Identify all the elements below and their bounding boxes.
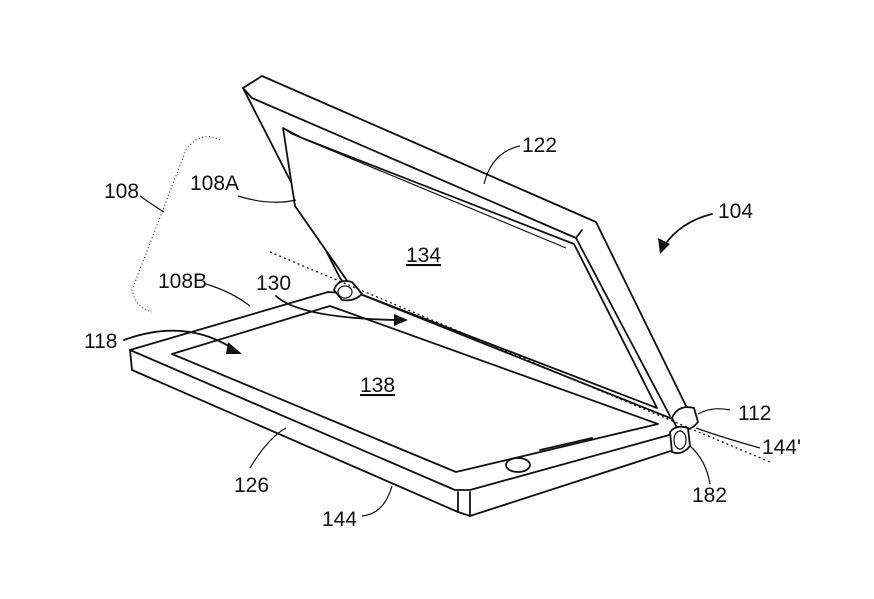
label-104: 104 [718,200,753,223]
label-130: 130 [256,272,291,295]
label-118: 118 [84,330,117,353]
label-182: 182 [692,484,727,507]
reference-labels: 104 108 108A 108B 112 118 122 126 130 13… [84,134,801,531]
label-108a: 108A [190,172,239,195]
label-126: 126 [234,474,269,497]
label-108b: 108B [158,270,207,293]
label-112: 112 [738,402,771,425]
screen-138 [171,305,659,473]
label-138: 138 [360,374,395,397]
lower-portion [129,291,683,517]
leaders [123,145,761,517]
home-button-icon [505,457,531,473]
label-122: 122 [522,134,557,157]
label-108: 108 [104,180,139,203]
label-134: 134 [406,244,441,267]
hinges [333,280,699,455]
upper-portion [242,75,689,423]
fold-axis [269,251,771,463]
label-144: 144 [322,508,357,531]
label-144-prime: 144' [762,436,801,459]
